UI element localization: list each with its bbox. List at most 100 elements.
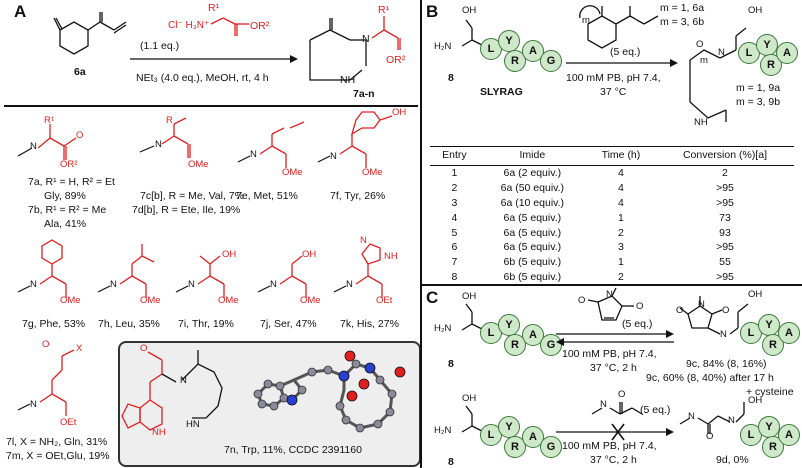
o-atom-7a: O	[76, 130, 84, 141]
conditions-b-line2: 37 °C	[600, 86, 627, 98]
product-9d-structure	[679, 402, 745, 434]
bead-c1-r: R	[504, 334, 526, 356]
product-7n-desc: 7n, Trp, 11%, CCDC 2391160	[224, 444, 362, 456]
cell-entry: 7	[451, 256, 458, 269]
product-7a-structure	[17, 124, 77, 160]
bead-c2-l: L	[740, 322, 762, 344]
reaction-arrow-a	[130, 55, 298, 63]
o-atom-9c-1: O	[676, 305, 684, 316]
compound-8-c2: 8	[448, 456, 454, 468]
amino-ester-structure	[210, 17, 249, 36]
cell-imide: 6a (5 equiv.)	[503, 226, 562, 239]
reaction-arrow-b	[566, 59, 678, 67]
product-or2-label: OR²	[386, 54, 406, 66]
h2n-atom-c2: H₂N	[434, 425, 452, 436]
reagent-eq-c1: (5 eq.)	[622, 318, 653, 330]
conditions-c2-line2: 37 °C, 2 h	[590, 454, 637, 466]
cell-entry: 3	[451, 196, 458, 209]
bead-p-r: R	[760, 54, 782, 76]
bead-b-a: A	[522, 40, 544, 62]
product-7e-desc: 7e, Met, 51%	[236, 190, 298, 202]
o-atom-mal2: O	[636, 301, 644, 312]
cell-conversion: >95	[716, 196, 734, 209]
product-7-structure	[309, 16, 401, 81]
h2n-atom-c1: H₂N	[434, 323, 452, 334]
o-atom-9d: O	[706, 431, 714, 442]
equilibrium-arrow-c	[556, 330, 674, 346]
maleimide-structure	[587, 287, 634, 321]
crystal-structure-image	[253, 350, 406, 433]
cell-imide: 6a (5 equiv.)	[503, 211, 562, 224]
oh-atom-7j: OH	[302, 249, 317, 260]
ome-atom-7c: OMe	[188, 159, 209, 170]
o-atom-acryl: O	[618, 389, 626, 400]
oh-atom-c1: OH	[462, 291, 477, 302]
cell-conversion: 2	[722, 167, 728, 180]
r1-label: R¹	[208, 2, 220, 14]
r-atom-7c: R	[166, 115, 173, 126]
result-9c-line2: 9c, 60% (8, 40%) after 17 h	[646, 372, 774, 384]
product-9d-label: 9d, 0%	[716, 454, 749, 466]
oh-atom-b: OH	[462, 5, 477, 16]
product-7c-structure	[139, 117, 191, 158]
product-9a: m = 1, 9a	[736, 82, 781, 94]
n-atom-7g: N	[30, 279, 37, 290]
reagent-6a: m = 1, 6a	[660, 2, 705, 14]
cell-time: 2	[618, 226, 624, 239]
n-atom-7k: N	[346, 279, 353, 290]
oh-atom-7f: OH	[392, 107, 407, 118]
bead-c3-r: R	[504, 436, 526, 458]
bead-c2-y: Y	[758, 314, 780, 336]
o-atom-9ab: O	[696, 39, 704, 50]
product-7k-structure	[333, 243, 383, 298]
cell-entry: 2	[451, 182, 458, 195]
cell-imide: 6a (10 equiv.)	[500, 196, 565, 209]
product-7h-desc: 7h, Leu, 35%	[98, 318, 160, 330]
product-9ab-structure	[689, 27, 747, 122]
o-atom-9c-2: O	[722, 305, 730, 316]
product-7h-structure	[97, 244, 155, 298]
oet-atom-7l: OEt	[60, 417, 77, 428]
cell-time: 1	[618, 256, 624, 269]
product-7b-desc: 7b, R¹ = R² = Me	[28, 204, 107, 216]
bead-c4-l: L	[740, 424, 762, 446]
n-atom-7c: N	[155, 139, 162, 150]
reagent-eq-c2: (5 eq.)	[640, 404, 671, 416]
hn-atom-7n: HN	[186, 419, 200, 430]
n-atom-7e: N	[250, 149, 257, 160]
oh-atom-9ab: OH	[748, 5, 763, 16]
oh-atom-9c: OH	[748, 289, 763, 300]
imide-6ab-structure	[579, 5, 659, 49]
nh-atom-7k: NH	[384, 251, 398, 262]
product-7l-desc: 7l, X = NH₂, Gln, 31%	[6, 436, 108, 448]
vertical-divider	[420, 0, 422, 468]
oh-atom-7i: OH	[222, 249, 237, 260]
panel-b-label: B	[426, 2, 439, 21]
or2-atom-7a: OR²	[60, 159, 78, 170]
table-header-row: Entry Imide Time (h) Conversion (%)[a]	[430, 146, 794, 166]
r1-product-7a: R¹	[44, 115, 55, 126]
ome-atom-7g: OMe	[60, 295, 81, 306]
reagent-eq-b: (5 eq.)	[610, 46, 641, 58]
ome-atom-7j: OMe	[300, 295, 321, 306]
compound-8-c1: 8	[448, 358, 454, 370]
cell-entry: 6	[451, 241, 458, 254]
conditions-b-line1: 100 mM PB, pH 7.4,	[566, 72, 661, 84]
header-entry: Entry	[430, 146, 479, 166]
cell-entry: 5	[451, 226, 458, 239]
header-time: Time (h)	[585, 146, 656, 166]
cell-time: 3	[618, 241, 624, 254]
bead-c3-g: G	[540, 436, 562, 458]
ome-atom-7f: OMe	[362, 167, 383, 178]
cell-entry: 4	[451, 211, 458, 224]
cell-imide: 6a (2 equiv.)	[503, 167, 562, 180]
ome-atom-7h: OMe	[140, 295, 161, 306]
conditions-c2-line1: 100 mM PB, pH 7.4,	[562, 440, 657, 452]
cell-conversion: 73	[719, 211, 731, 224]
product-7g-desc: 7g, Phe, 53%	[22, 318, 86, 330]
n-atom-7f: N	[330, 151, 337, 162]
reaction-conditions-a: NEt₃ (4.0 eq.), MeOH, rt, 4 h	[136, 72, 269, 84]
